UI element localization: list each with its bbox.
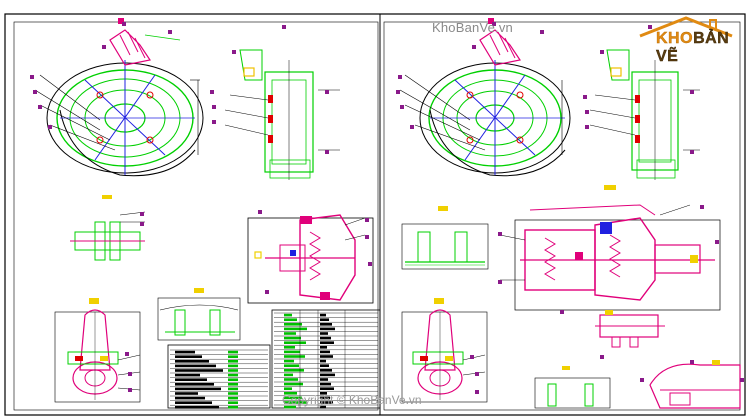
house-roof-icon: [639, 16, 733, 38]
left-brake-drum-side-view: [224, 49, 340, 180]
outer-drawing-frame: [4, 13, 746, 416]
right-valve-detail: [595, 310, 665, 348]
right-bracket-section: [401, 206, 489, 270]
left-brake-chamber-section: [247, 214, 374, 304]
left-bracket-detail: [157, 288, 241, 341]
watermark-bottom: Copyright © KhoBanVe.vn: [282, 393, 422, 407]
left-slack-adjuster-view: [54, 298, 141, 403]
right-brake-drum-front-view: [399, 18, 571, 177]
left-sheet-border: [13, 21, 379, 411]
site-logo: KHOBẢN VẼ: [630, 14, 742, 65]
right-lower-assembly: [534, 360, 741, 409]
logo-text-banve: BẢN VẼ: [656, 30, 730, 65]
logo-text: KHOBẢN VẼ: [656, 30, 742, 66]
left-brake-drum-front-view: [34, 18, 204, 177]
logo-text-kho: KHO: [656, 30, 694, 47]
watermark-top: KhoBanVe.vn: [432, 20, 513, 35]
left-small-bracket-section: [70, 195, 146, 261]
right-slack-adjuster-view: [401, 298, 488, 403]
right-brake-booster-section: [499, 185, 721, 311]
left-parts-list-table: [167, 309, 381, 409]
right-sheet-border: [383, 21, 741, 411]
leader-label-markers: [30, 22, 744, 394]
right-brake-drum-side-view: [589, 49, 700, 180]
